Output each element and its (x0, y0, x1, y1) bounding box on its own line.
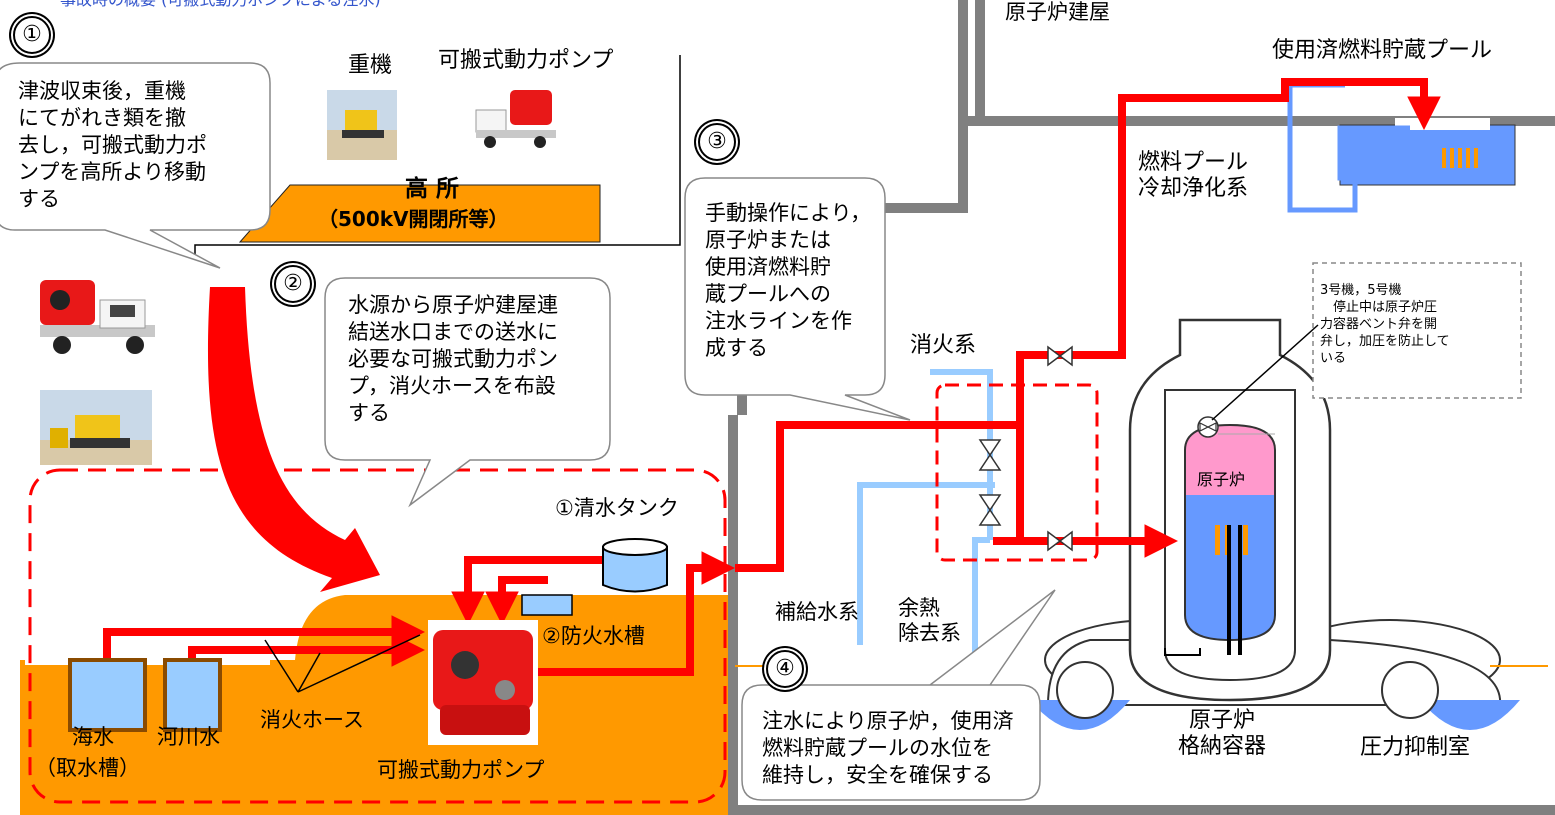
site-ground (20, 595, 735, 815)
fire-cistern-label: ②防火水槽 (542, 624, 645, 648)
callout-1-line: する (18, 187, 60, 211)
fire-cistern-tank (521, 594, 573, 616)
pump-truck-highground (475, 90, 556, 148)
callout-2: 水源から原子炉建屋連 結送水口までの送水に 必要な可搬式動力ポン プ，消火ホース… (348, 292, 558, 427)
callout-3: 手動操作により， 原子炉または 使用済燃料貯 蔵プールへの 注水ラインを作 成す… (705, 200, 871, 362)
pump-truck-large (40, 280, 155, 354)
fresh-water-tank-label: ①清水タンク (555, 496, 679, 520)
note-leader (1211, 324, 1319, 421)
unit-note-line: 弁し，加圧を防止して (1320, 334, 1450, 349)
callout-3-line: 蔵プールへの (705, 282, 831, 306)
bulldozer-photo (40, 390, 152, 465)
fuel-pool-cooling-line: 冷却浄化系 (1138, 176, 1249, 202)
callout-1-line: ンプを高所より移動 (18, 160, 206, 184)
water-intake-pits (68, 658, 222, 732)
callout-1-line: 津波収束後，重機 (18, 79, 186, 103)
callout-2-line: 水源から原子炉建屋連 (348, 293, 558, 317)
intake-label: （取水槽） (35, 756, 140, 780)
callout-3-line: 成する (705, 336, 768, 360)
unit-note-line: いる (1320, 351, 1347, 366)
rhr-line: 除去系 (898, 621, 961, 646)
suppression-chamber-label: 圧力抑制室 (1360, 735, 1471, 760)
fresh-water-tank (602, 538, 668, 593)
highground-platform (238, 184, 601, 243)
fuel-pool-cooling-label: 燃料プール 冷却浄化系 (1138, 150, 1248, 203)
callout-4-line: 注水により原子炉，使用済 (762, 709, 1014, 733)
containment-line: 格納容器 (1178, 734, 1267, 760)
callout-3-line: 手動操作により， (705, 201, 872, 225)
seawater-label: 海水 (72, 725, 114, 749)
reactor-label: 原子炉 (1197, 470, 1246, 489)
callout-3-line: 注水ラインを作 (705, 309, 852, 333)
highground-bracket (194, 55, 681, 257)
vent-valve (1197, 416, 1275, 438)
unit-note: 3号機，5号機 停止中は原子炉圧 力容器ベント弁を開 弁し，加圧を防止して いる (1320, 282, 1518, 367)
step-2-marker: ② (274, 265, 312, 303)
note-box (1312, 262, 1522, 399)
callout-1: 津波収束後，重機 にてがれき類を撤 去し，可搬式動力ポ ンプを高所より移動 する (18, 78, 207, 213)
heavy-machine-label: 重機 (348, 53, 393, 78)
unit-note-line: 停止中は原子炉圧 (1320, 300, 1438, 315)
makeup-water-label: 補給水系 (775, 600, 859, 624)
rhr-line: 余熱 (898, 596, 940, 620)
flow-lines (103, 78, 1441, 676)
containment-line: 原子炉 (1189, 708, 1256, 733)
spent-fuel-pool-label: 使用済燃料貯蔵プール (1272, 38, 1493, 63)
unit-note-line: 3号機，5号機 (1320, 283, 1402, 298)
step-1-marker: ① (13, 16, 51, 54)
callout-2-line: 必要な可搬式動力ポン (348, 347, 558, 371)
step-4-marker: ④ (766, 650, 804, 688)
road-strip (25, 655, 270, 665)
bulldozer-highground (327, 90, 397, 160)
callout-4-line: 維持し，安全を確保する (762, 763, 993, 787)
fire-hose-label: 消火ホース (260, 708, 364, 732)
fire-system-label: 消火系 (910, 333, 977, 358)
top-caption: 事故時の概要 (可搬式動力ポンプによる注水) (60, 0, 381, 9)
highground-subtitle: （500kV開閉所等） (318, 207, 509, 231)
unit-note-line: 力容器ベント弁を開 (1320, 317, 1438, 332)
callout-4: 注水により原子炉，使用済 燃料貯蔵プールの水位を 維持し，安全を確保する (762, 708, 1014, 789)
hose-leaders (264, 634, 421, 693)
highground-title: 高 所 (405, 176, 460, 202)
callout-4-line: 燃料貯蔵プールの水位を (762, 736, 993, 760)
callout-1-line: にてがれき類を撤 (18, 106, 186, 130)
portable-pump-label: 可搬式動力ポンプ (377, 758, 545, 782)
callout-2-line: 結送水口までの送水に (348, 320, 558, 344)
callout-1-line: 去し，可搬式動力ポ (18, 133, 207, 157)
portable-pump-photo (428, 620, 538, 745)
callout-2-line: する (348, 401, 390, 425)
rhr-label: 余熱 除去系 (898, 596, 961, 646)
reactor-building-label: 原子炉建屋 (1005, 0, 1110, 24)
valves (978, 345, 1073, 552)
containment-label: 原子炉 格納容器 (1178, 708, 1266, 761)
fuel-pool-cooling-line: 燃料プール (1138, 150, 1249, 175)
callout-2-line: プ，消火ホースを布設 (348, 374, 556, 398)
callout-bubbles (0, 62, 1056, 801)
callout-3-line: 使用済燃料貯 (705, 255, 831, 279)
portable-pump-label-top: 可搬式動力ポンプ (438, 48, 614, 73)
reactor-vessel (1164, 423, 1276, 656)
big-transport-arrow (207, 287, 380, 592)
site-dashed-boundary (28, 468, 727, 804)
callout-3-line: 原子炉または (705, 228, 831, 252)
river-water-label: 河川水 (157, 725, 220, 749)
step-3-marker: ③ (698, 123, 736, 161)
